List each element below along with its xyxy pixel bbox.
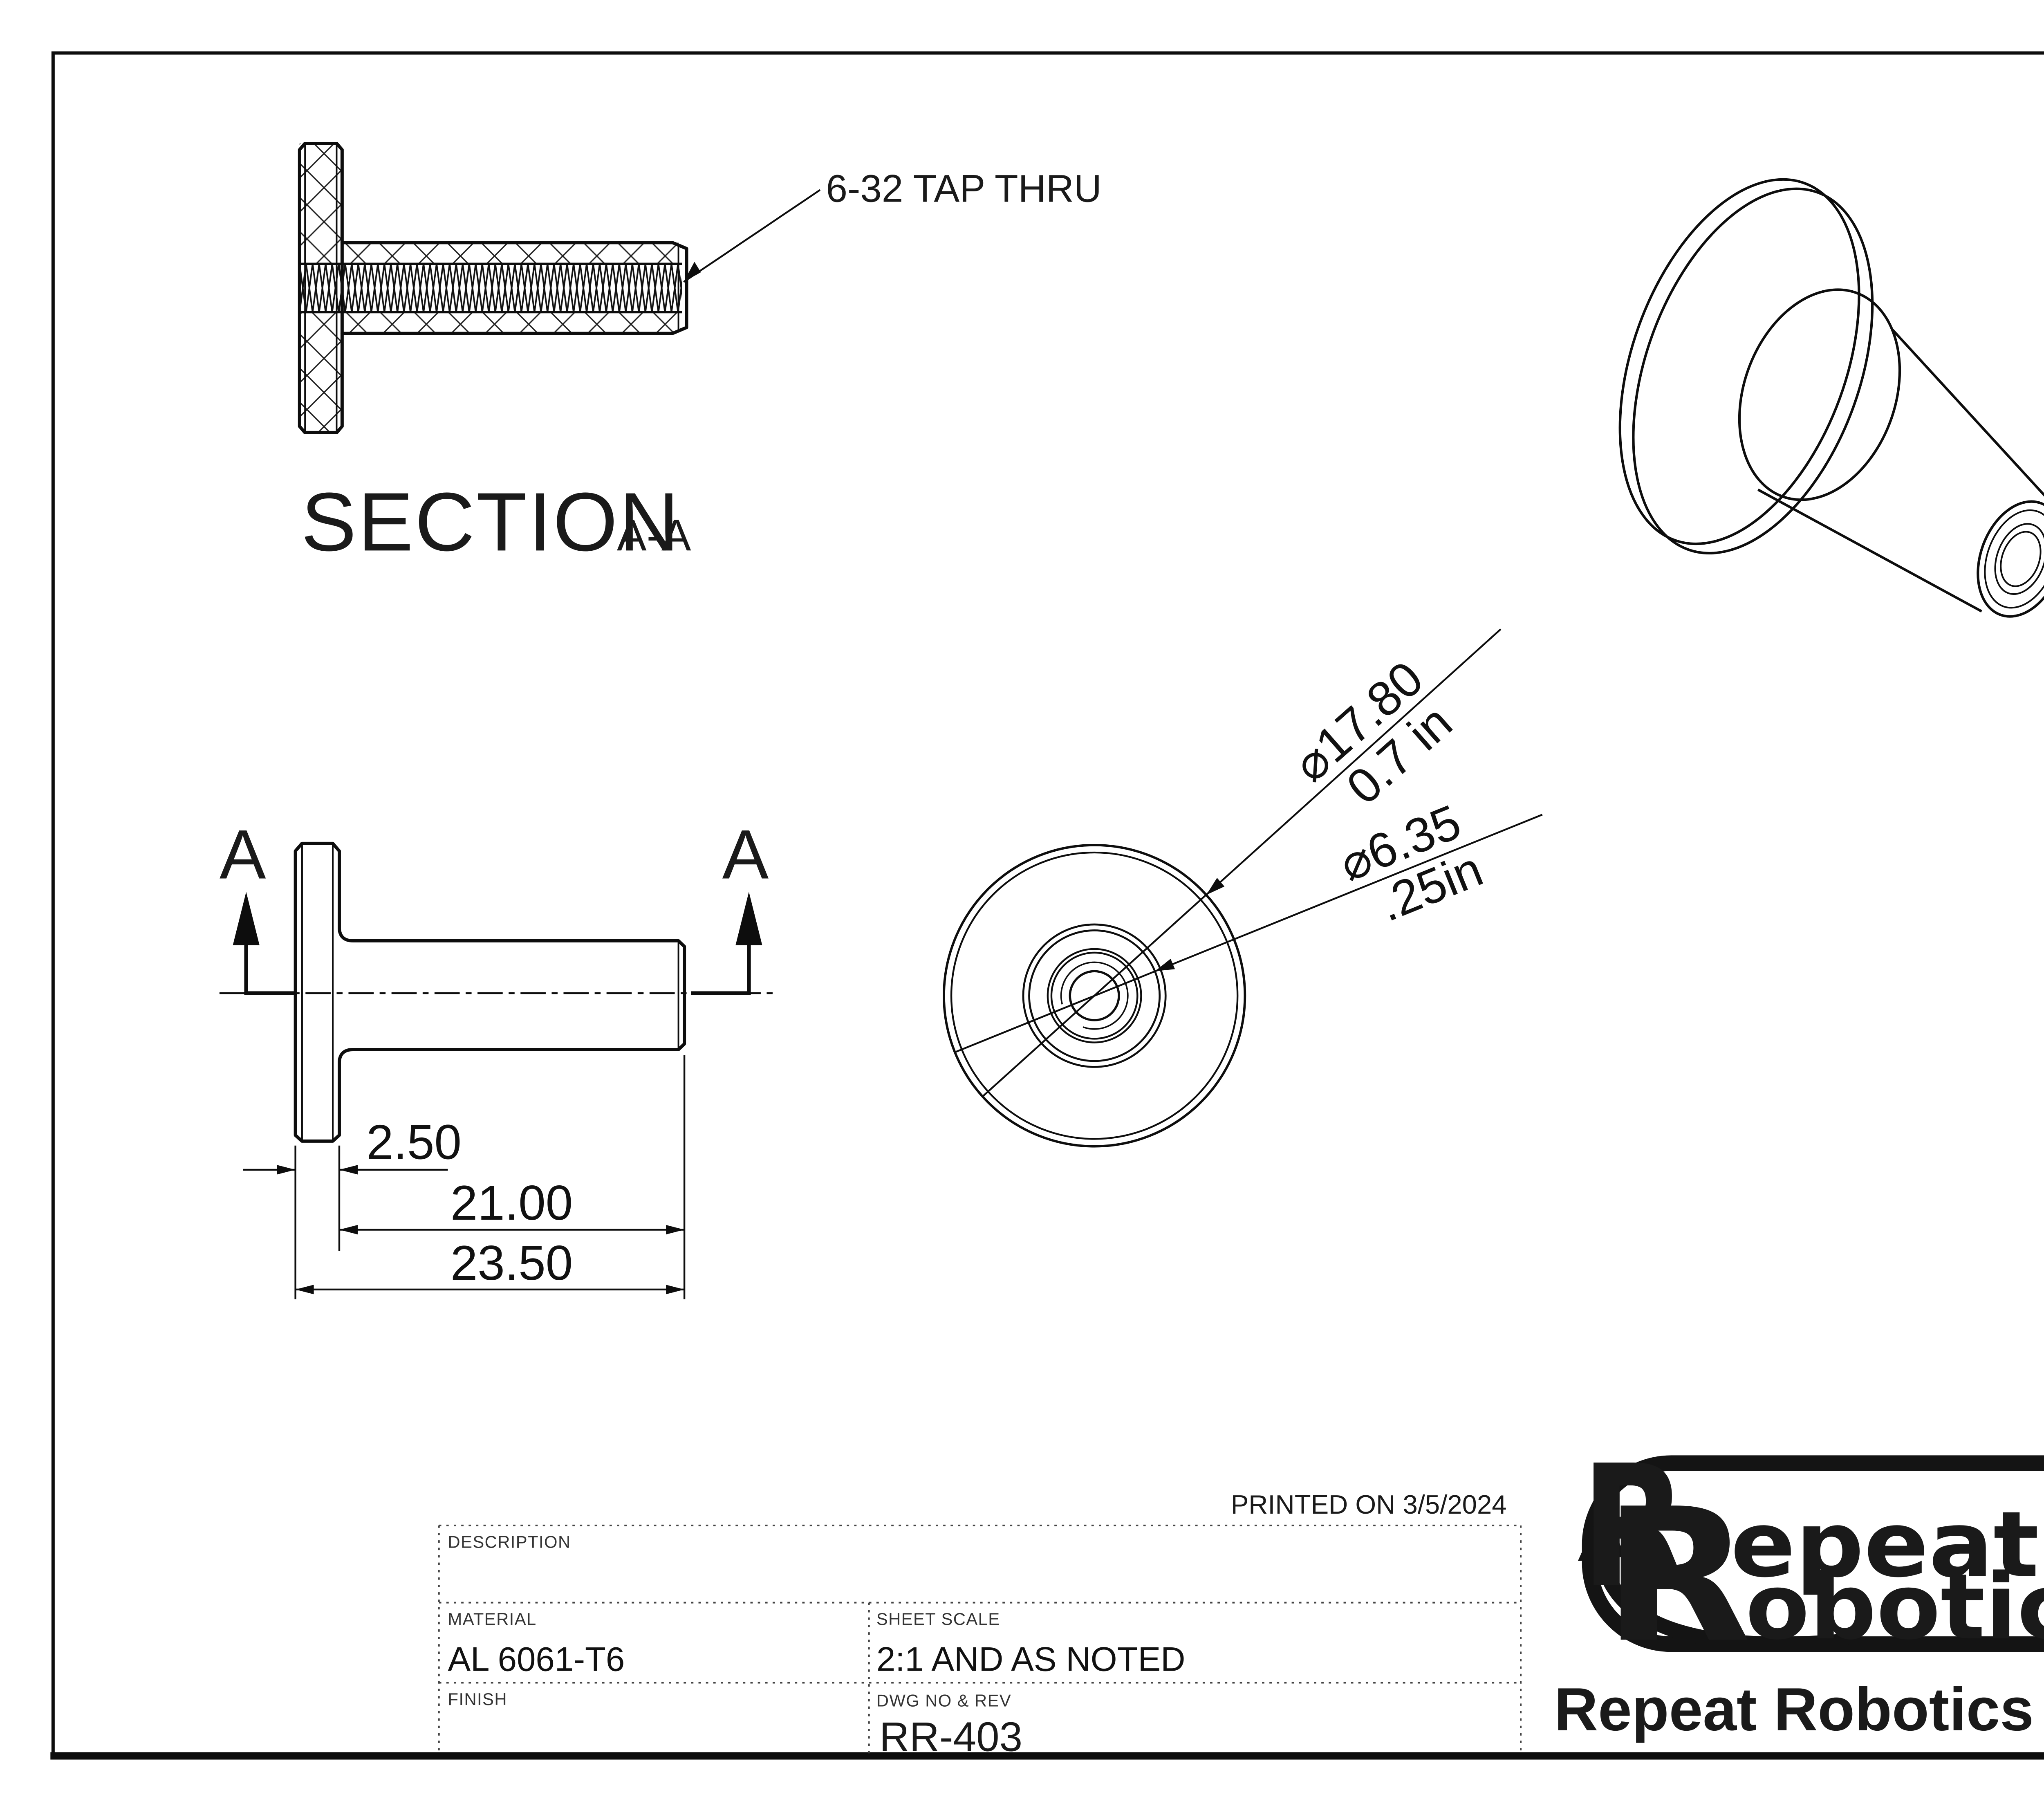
iso-thread-major-ring	[1994, 523, 2044, 595]
section-line-right	[691, 911, 751, 995]
logo-arrow-arc	[1594, 1545, 1849, 1651]
section-flange-outline	[298, 141, 344, 434]
fillet-outer-circle	[1022, 923, 1167, 1068]
iso-flange-back-rim	[1618, 178, 1860, 545]
logo-word-bottom: obotics	[1746, 1555, 2044, 1660]
thread-leader-line	[683, 189, 821, 283]
logo-arrow-head-icon	[1578, 1505, 1625, 1561]
hatch-flange-top	[299, 143, 342, 264]
hatch-body-top	[342, 242, 679, 264]
dim-total-length: 23.50	[295, 1236, 685, 1294]
thread-band	[299, 264, 682, 312]
thread-leader-arrow	[684, 262, 701, 282]
dia-boss-dim: ⌀6.35 .25in	[954, 794, 1543, 1053]
flange-chamfer-circle	[950, 851, 1239, 1140]
sheet-scale-value: 2:1 AND AS NOTED	[876, 1640, 1186, 1678]
hatch-flange-bottom	[299, 312, 342, 433]
iso-cylinder-bottom-edge	[1757, 488, 1982, 612]
dim-text-21-00: 21.00	[450, 1176, 573, 1230]
dim-flange-thickness: 2.50	[243, 1115, 462, 1299]
dim-body-length: 21.00	[339, 1055, 686, 1299]
logo-word-top: epeat	[1730, 1492, 2039, 1597]
finish-label: FINISH	[448, 1689, 507, 1709]
material-value: AL 6061-T6	[448, 1640, 625, 1678]
section-arrowhead-right	[735, 892, 762, 945]
hatch-body-bottom	[342, 312, 679, 334]
entry-chamfer-inner-circle	[1050, 951, 1139, 1040]
section-view: 6-32 TAP THRU SECTION A-A	[298, 141, 1102, 568]
dwg-no-label: DWG NO & REV	[876, 1691, 1011, 1710]
description-label: DESCRIPTION	[448, 1532, 571, 1551]
title-block: PRINTED ON 3/5/2024 DESCRIPTION MATERIAL…	[438, 1490, 1522, 1760]
section-detail-label: A-A	[617, 510, 691, 560]
flange-od-circle	[943, 844, 1246, 1148]
logo-red-r2: R	[1603, 1469, 1751, 1683]
thread-minor-circle	[1069, 970, 1120, 1021]
dim-text-2-50: 2.50	[366, 1115, 462, 1169]
front-view: ⌀17.80 0.7 in ⌀6.35 .25in	[943, 628, 1543, 1148]
company-name: Repeat Robotics LLC	[1554, 1675, 2044, 1743]
iso-boss-root	[1738, 288, 1901, 501]
iso-end-face	[1977, 500, 2044, 618]
isometric-view	[1618, 178, 2044, 618]
dwg-no-value: RR-403	[879, 1713, 1022, 1760]
logo-red-r1: R	[1581, 1429, 1688, 1624]
printed-on-note: PRINTED ON 3/5/2024	[1231, 1490, 1507, 1519]
thread-callout: 6-32 TAP THRU	[826, 167, 1102, 210]
side-part-outline	[294, 841, 686, 1143]
iso-end-chamfer-ring	[1984, 509, 2044, 609]
boss-od-circle	[1028, 929, 1161, 1062]
entry-chamfer-outer-circle	[1047, 948, 1142, 1043]
dim-text-23-50: 23.50	[450, 1236, 573, 1290]
section-body-outline	[340, 241, 688, 335]
section-arrowhead-left	[233, 892, 260, 945]
brand-block: R R epeat obotics Repeat Robotics LLC SH…	[1554, 1429, 2044, 1743]
iso-cylinder-top-edge	[1891, 328, 2044, 497]
section-title: SECTION	[301, 476, 680, 568]
iso-thread-minor-ring	[2000, 531, 2042, 587]
side-view: A A 2.50 21.00	[220, 816, 776, 1299]
iso-flange-face	[1632, 187, 1874, 554]
sheet-border	[50, 51, 2044, 1760]
section-arrow-letter-left: A	[220, 816, 266, 893]
sheet-scale-label: SHEET SCALE	[876, 1609, 1000, 1629]
section-arrow-letter-right: A	[722, 816, 769, 893]
material-label: MATERIAL	[448, 1609, 537, 1629]
